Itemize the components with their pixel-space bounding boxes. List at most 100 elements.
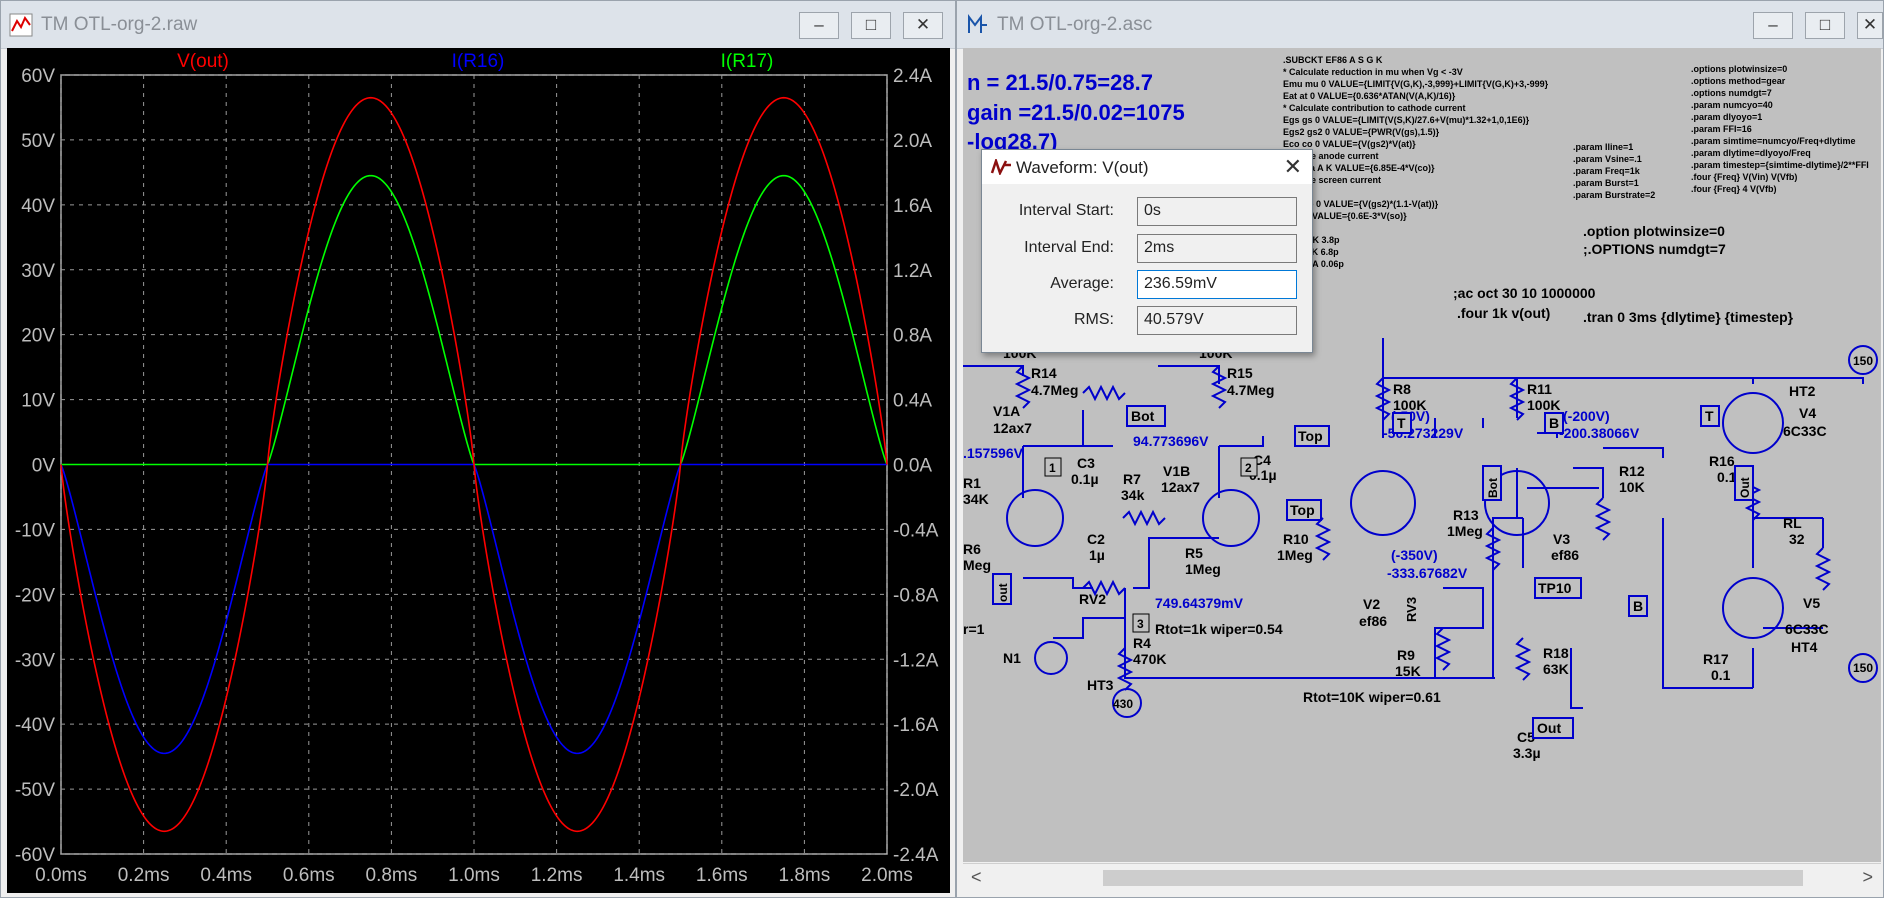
- svg-text:.param Burst=1: .param Burst=1: [1573, 178, 1639, 188]
- gain-note-1: n = 21.5/0.75=28.7: [967, 70, 1153, 95]
- y-right-tick-label: -0.8A: [893, 585, 939, 606]
- svg-text:.four {Freq} 4 V(Vfb): .four {Freq} 4 V(Vfb): [1691, 184, 1777, 194]
- x-tick-label: 1.8ms: [779, 865, 831, 886]
- svg-text:.param dlyoyo=1: .param dlyoyo=1: [1691, 112, 1762, 122]
- svg-text:94.773696V: 94.773696V: [1133, 433, 1209, 449]
- resistor-r7: [1122, 509, 1166, 527]
- svg-text:HT3: HT3: [1087, 677, 1114, 693]
- svg-text:R18: R18: [1543, 645, 1569, 661]
- waveform-app-icon: [9, 13, 33, 37]
- svg-text:15K: 15K: [1395, 663, 1421, 679]
- svg-text:(-200V): (-200V): [1563, 408, 1610, 424]
- svg-text:R10: R10: [1283, 531, 1309, 547]
- svg-text:V5: V5: [1803, 595, 1820, 611]
- svg-text:V3: V3: [1553, 531, 1570, 547]
- schematic-maximize-button[interactable]: □: [1805, 12, 1845, 39]
- net-label-out-vertical: Out: [1738, 477, 1752, 498]
- svg-text:34k: 34k: [1121, 487, 1145, 503]
- average-label: Average:: [1050, 275, 1114, 292]
- schematic-minimize-button[interactable]: –: [1753, 12, 1793, 39]
- svg-text:R8: R8: [1393, 381, 1411, 397]
- x-tick-label: 2.0ms: [861, 865, 913, 886]
- svg-text:3.3µ: 3.3µ: [1513, 745, 1541, 761]
- ltspice-logo-icon: [990, 159, 1011, 175]
- svg-text:* Calculate reduction in mu wh: * Calculate reduction in mu when Vg < -3…: [1283, 67, 1463, 77]
- x-tick-label: 0.2ms: [118, 865, 170, 886]
- svg-text:V2: V2: [1363, 596, 1380, 612]
- svg-text:.four {Freq} V(Vin) V(Vfb): .four {Freq} V(Vin) V(Vfb): [1691, 172, 1797, 182]
- net-labels: Bot Top Top Out TP10 T B T B out: [992, 405, 1754, 739]
- waveform-measure-dialog[interactable]: Waveform: V(out) ✕ Interval Start: 0s In…: [981, 149, 1313, 353]
- svg-text:R7: R7: [1123, 471, 1141, 487]
- svg-text:.157596V: .157596V: [963, 445, 1024, 461]
- left-axis-ticks: 60V50V40V30V20V10V0V-10V-20V-30V-40V-50V…: [15, 66, 55, 866]
- svg-text:Emu mu 0 VA: Emu mu 0 VALUE={LIMIT{V(G,K),-3,999}+LIM…: [1283, 79, 1549, 89]
- schematic-app-icon: [968, 14, 987, 33]
- maximize-button[interactable]: □: [851, 12, 891, 39]
- y-right-tick-label: -0.4A: [893, 520, 939, 541]
- schematic-close-button[interactable]: ✕: [1857, 12, 1883, 39]
- svg-text:100K: 100K: [1527, 397, 1560, 413]
- svg-text:A K 6.8p: A K 6.8p: [1303, 247, 1339, 257]
- resistor-r10: [1314, 517, 1332, 561]
- resistor-r12: [1594, 497, 1612, 541]
- dialog-close-icon[interactable]: ✕: [1283, 154, 1302, 179]
- net-label-top-2: Top: [1290, 502, 1315, 518]
- waveform-chart[interactable]: 60V50V40V30V20V10V0V-10V-20V-30V-40V-50V…: [7, 48, 950, 893]
- resistor-r13: [1484, 527, 1502, 571]
- scrollbar-thumb[interactable]: [1103, 870, 1803, 886]
- chart-traces: [60, 96, 888, 833]
- svg-text:;.OPTIONS numdgt=7: ;.OPTIONS numdgt=7: [1583, 241, 1726, 257]
- schematic-wires: [963, 338, 1864, 709]
- svg-text:C2: C2: [1087, 531, 1105, 547]
- plot-titlebar[interactable]: TM OTL-org-2.raw – □ ✕: [1, 1, 955, 49]
- interval-start-field[interactable]: 0s: [1137, 197, 1297, 226]
- net-label-t: T: [1397, 415, 1406, 431]
- svg-text:470K: 470K: [1133, 651, 1166, 667]
- schematic-canvas[interactable]: n = 21.5/0.75=28.7 gain =21.5/0.02=1075 …: [963, 48, 1881, 862]
- svg-text:ef86: ef86: [1551, 547, 1579, 563]
- schematic-window-title: TM OTL-org-2.asc: [997, 14, 1153, 35]
- close-button[interactable]: ✕: [903, 12, 943, 39]
- schematic-horizontal-scrollbar[interactable]: < >: [963, 863, 1881, 891]
- notes: Rtot=1k wiper=0.54 Rtot=10K wiper=0.61 r…: [963, 621, 1441, 705]
- svg-text:.four 1k v(out): .four 1k v(out): [1457, 305, 1550, 321]
- tube-v1a: [1006, 489, 1064, 547]
- y-right-tick-label: 1.6A: [893, 196, 932, 217]
- net-label-bot-vertical: Bot: [1486, 478, 1500, 498]
- x-tick-label: 0.0ms: [35, 865, 87, 886]
- gain-note-2: gain =21.5/0.02=1075: [967, 100, 1185, 125]
- svg-text:.options plotwinsize=0: .options plotwinsize=0: [1691, 64, 1787, 74]
- schematic-titlebar[interactable]: TM OTL-org-2.asc – □ ✕: [957, 1, 1883, 49]
- interval-end-field[interactable]: 2ms: [1137, 234, 1297, 263]
- scroll-left-arrow-icon[interactable]: <: [971, 867, 982, 887]
- svg-text:.param Iline=1: .param Iline=1: [1573, 142, 1633, 152]
- average-field[interactable]: 236.59mV: [1137, 270, 1297, 299]
- svg-text:0.1µ: 0.1µ: [1071, 471, 1099, 487]
- svg-text:Ga A K VA: Ga A K VALUE={6.85E-4*V(co)}: [1303, 163, 1435, 173]
- tube-v5: [1722, 577, 1784, 639]
- tube-v3: [1484, 470, 1550, 536]
- subckt-text-block: .SUBCKT EF86 A S G K * Calculate reducti…: [1283, 55, 1549, 269]
- dialog-titlebar[interactable]: Waveform: V(out) ✕: [982, 150, 1312, 184]
- rms-field[interactable]: 40.579V: [1137, 306, 1297, 335]
- resistor-r18: [1514, 637, 1532, 681]
- resistor-r11: [1508, 377, 1526, 421]
- svg-text:.tran 0 3ms {dlytime} {timeste: .tran 0 3ms {dlytime} {timestep}: [1583, 309, 1794, 325]
- net-label-t-2: T: [1705, 408, 1714, 424]
- svg-text:Eat at 0 VA: Eat at 0 VALUE={0.636*ATAN(V(A,K)/16)}: [1283, 91, 1456, 101]
- y-left-tick-label: 40V: [21, 196, 55, 217]
- svg-text:.option plotwinsize=0: .option plotwinsize=0: [1583, 223, 1725, 239]
- rms-label: RMS:: [1074, 311, 1114, 328]
- y-right-tick-label: 0.4A: [893, 391, 932, 412]
- svg-text:R16: R16: [1709, 453, 1735, 469]
- minimize-button[interactable]: –: [799, 12, 839, 39]
- svg-text:K VALUE={0.6E-3*V(so)}: K VALUE={0.6E-3*V(so)}: [1303, 211, 1407, 221]
- svg-text:G K 3.8p: G K 3.8p: [1303, 235, 1340, 245]
- y-right-tick-label: -2.0A: [893, 780, 939, 801]
- schematic-drawing[interactable]: n = 21.5/0.75=28.7 gain =21.5/0.02=1075 …: [963, 48, 1881, 862]
- scroll-right-arrow-icon[interactable]: >: [1862, 867, 1873, 887]
